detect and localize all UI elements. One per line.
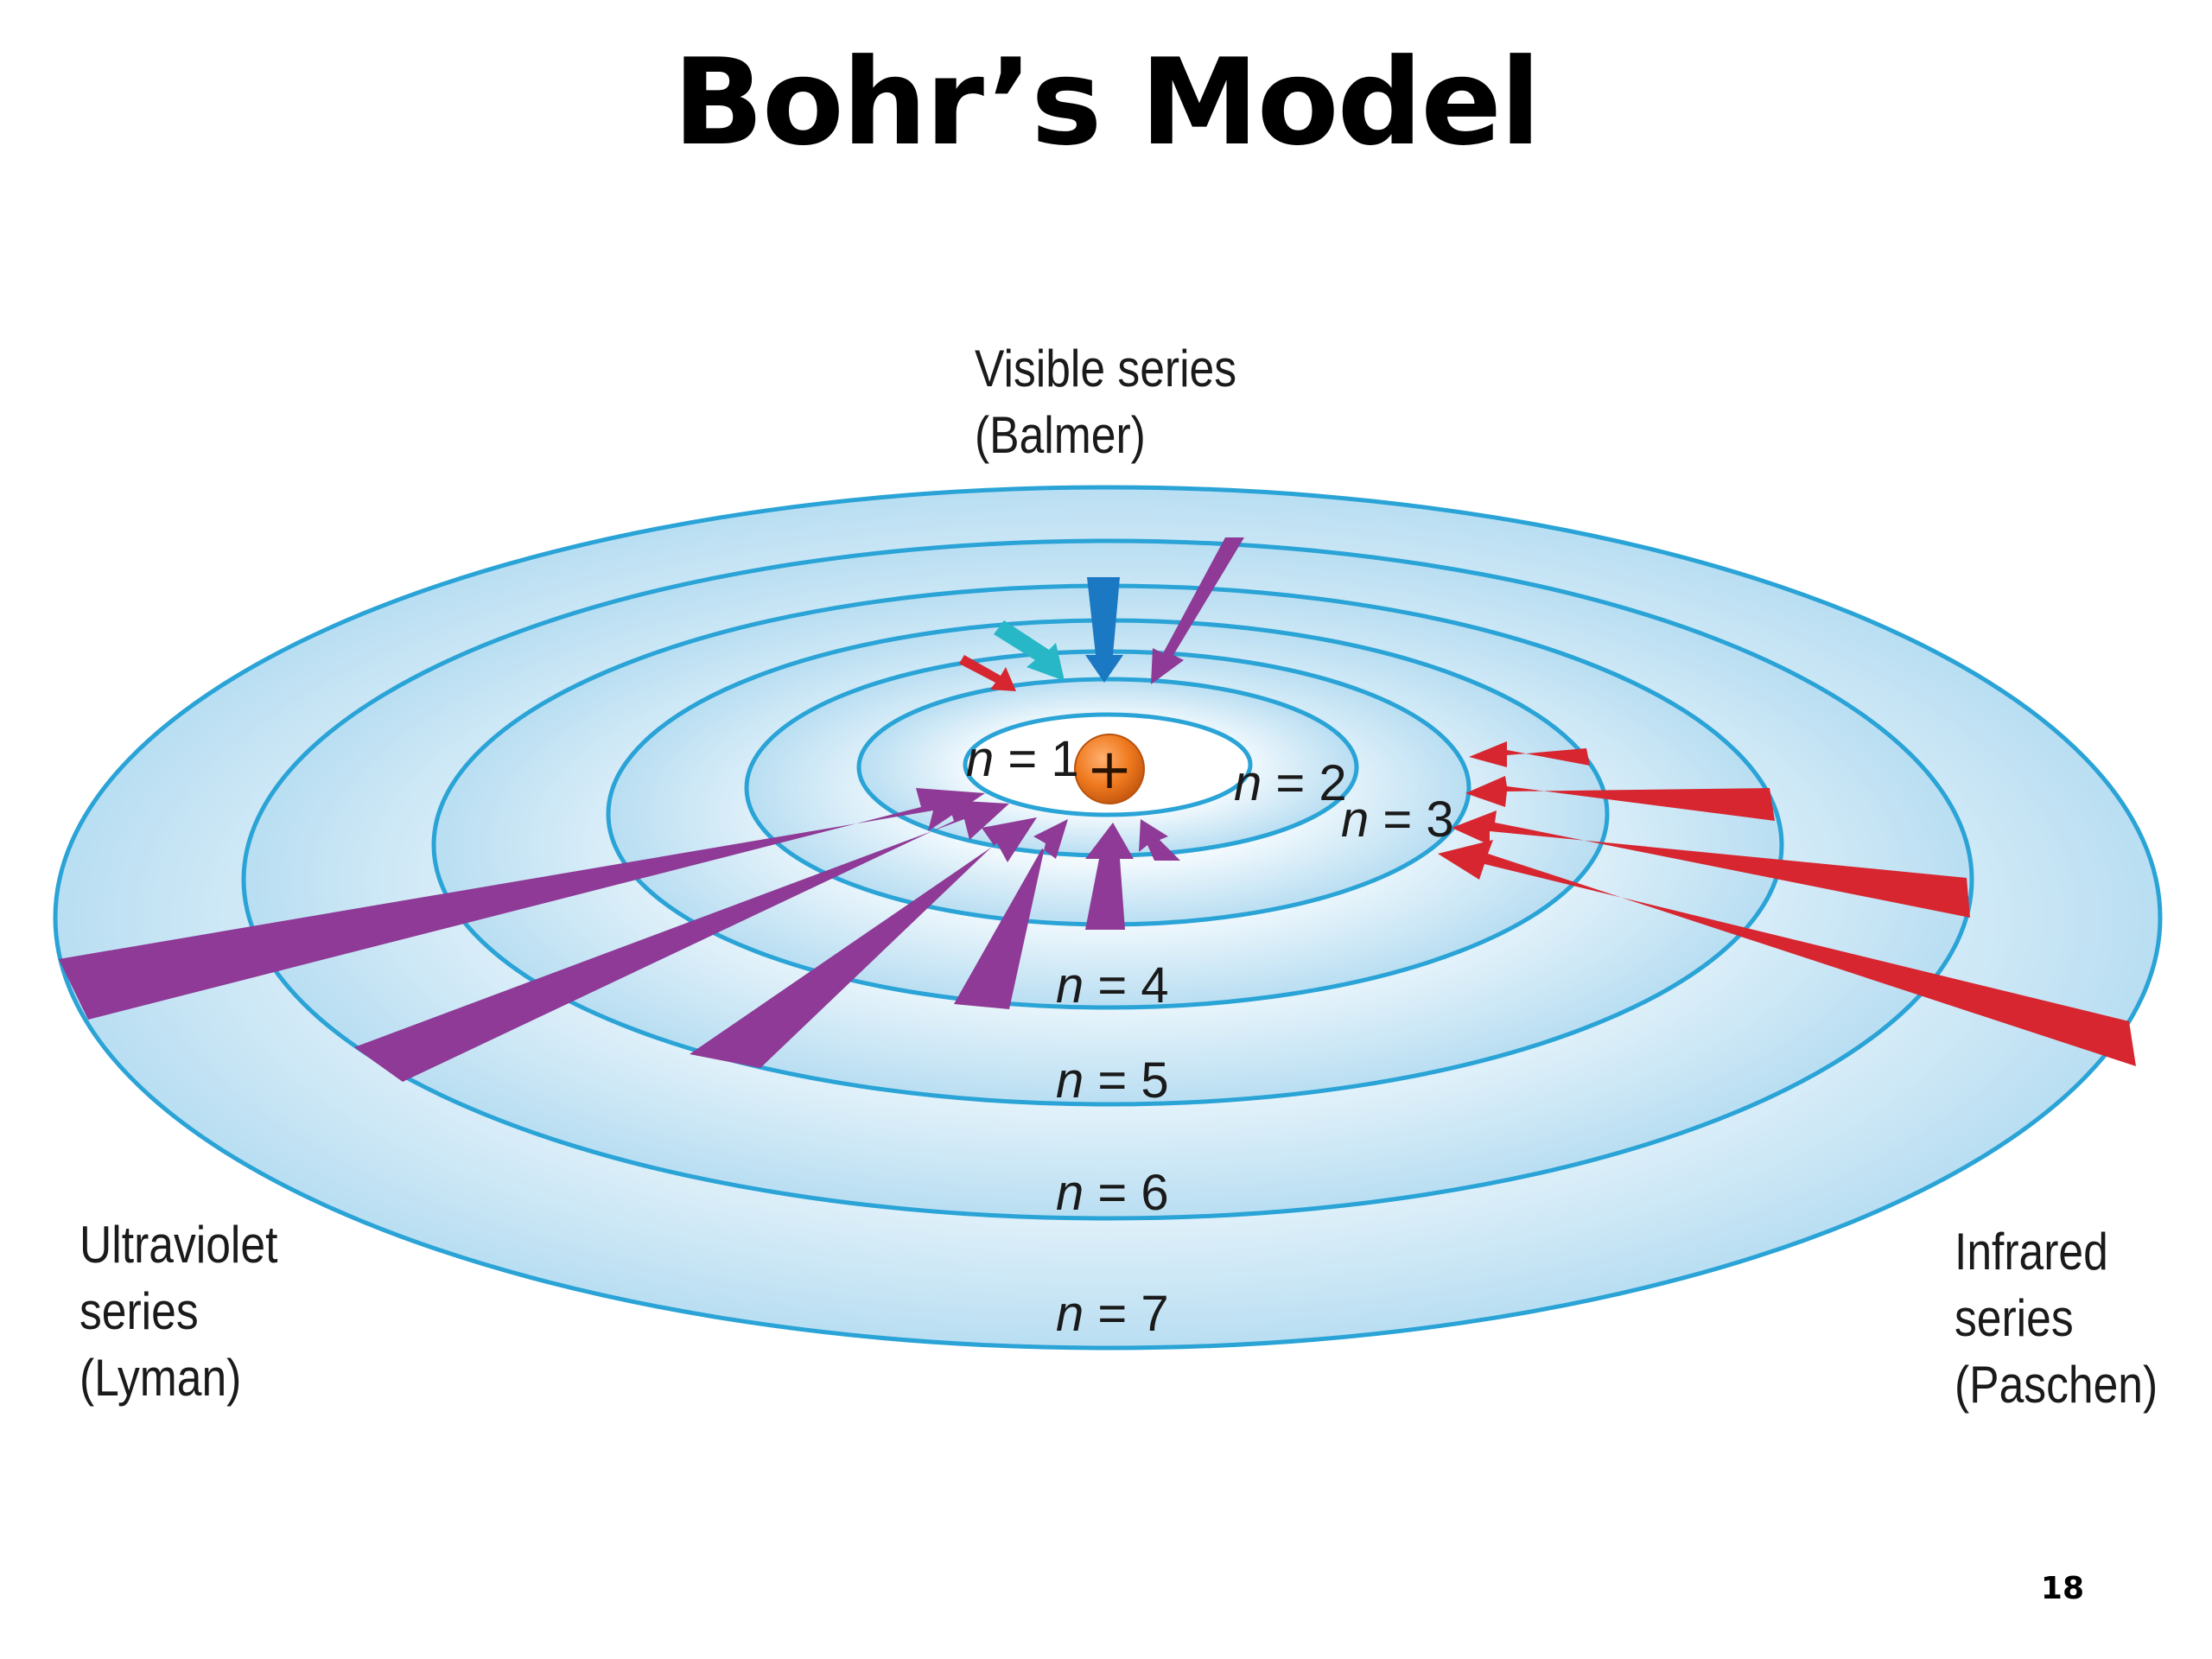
infrared-series-label: Infrared series (Paschen) <box>1955 1218 2158 1418</box>
lyman-arrow-7 <box>59 788 985 1020</box>
orbit-label-4: n = 4 <box>1056 957 1169 1014</box>
infrared-series-line1: Infrared <box>1955 1223 2108 1281</box>
orbit-label-7: n = 7 <box>1056 1286 1169 1342</box>
page-number: 18 <box>2040 1571 2084 1606</box>
paschen-arrows <box>1438 741 2136 1066</box>
balmer-arrow-blue <box>1085 577 1123 683</box>
ultraviolet-series-label: Ultraviolet series (Lyman) <box>79 1211 277 1411</box>
lyman-arrow-4 <box>954 819 1068 1009</box>
infrared-series-line3: (Paschen) <box>1955 1356 2158 1414</box>
nucleus-symbol: + <box>1086 738 1133 802</box>
orbit-label-1: n = 1 <box>966 731 1079 787</box>
lyman-arrow-2 <box>1139 819 1180 861</box>
ultraviolet-series-line2: series <box>79 1282 199 1340</box>
visible-series-line1: Visible series <box>975 340 1237 397</box>
balmer-arrows <box>959 537 1244 691</box>
orbit-label-6: n = 6 <box>1056 1165 1169 1221</box>
nucleus: + <box>1074 734 1145 804</box>
lyman-arrow-6 <box>354 800 1009 1082</box>
lyman-arrow-5 <box>690 817 1037 1068</box>
lyman-arrow-3 <box>1085 823 1134 930</box>
ultraviolet-series-line3: (Lyman) <box>79 1349 242 1407</box>
visible-series-line2: (Balmer) <box>975 406 1146 464</box>
orbit-labels: n = 1 n = 2 n = 3 n = 4 n = 5 n = 6 n = … <box>966 731 1454 1342</box>
paschen-arrow-7 <box>1438 840 2136 1066</box>
slide-title: Bohr’s Model <box>672 33 1541 172</box>
paschen-arrow-5 <box>1465 776 1775 821</box>
balmer-arrow-violet <box>1151 537 1244 684</box>
ultraviolet-series-line1: Ultraviolet <box>79 1216 278 1274</box>
lyman-arrows <box>59 788 1180 1082</box>
orbit-label-3: n = 3 <box>1341 791 1454 848</box>
orbit-label-5: n = 5 <box>1056 1052 1169 1109</box>
balmer-arrow-red <box>959 655 1016 691</box>
paschen-arrow-4 <box>1469 741 1590 767</box>
visible-series-label: Visible series (Balmer) <box>975 335 1236 468</box>
paschen-arrow-6 <box>1452 810 1970 918</box>
balmer-arrow-cyan <box>994 620 1065 681</box>
orbit-label-2: n = 2 <box>1234 755 1347 811</box>
infrared-series-line2: series <box>1955 1289 2074 1347</box>
